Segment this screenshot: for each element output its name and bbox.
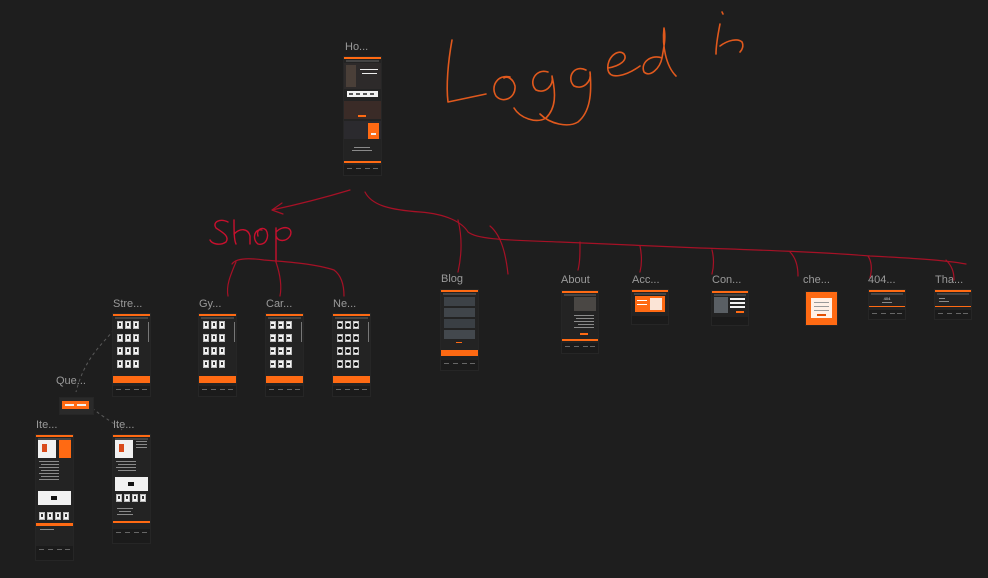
frame-label-home[interactable]: Ho... xyxy=(345,41,369,53)
frame-home-thumbnail[interactable] xyxy=(344,57,381,175)
frame-about-thumbnail[interactable] xyxy=(562,291,598,353)
frame-label-new[interactable]: Ne... xyxy=(333,298,357,310)
frame-label-streetwear[interactable]: Stre... xyxy=(113,298,143,310)
frame-label-gym[interactable]: Gy... xyxy=(199,298,222,310)
frame-contact-thumbnail[interactable] xyxy=(712,291,748,325)
notfound-code: 404 xyxy=(883,296,891,301)
frame-new-thumbnail[interactable] xyxy=(333,314,370,396)
frame-item-1-thumbnail[interactable] xyxy=(36,435,73,560)
frame-label-cardio[interactable]: Car... xyxy=(266,298,293,310)
frame-label-about[interactable]: About xyxy=(561,274,590,286)
frame-label-404[interactable]: 404... xyxy=(868,274,896,286)
frame-item-2-thumbnail[interactable] xyxy=(113,435,150,543)
frame-label-checkout[interactable]: che... xyxy=(803,274,830,286)
frame-thanks-thumbnail[interactable] xyxy=(935,290,971,319)
frame-404-thumbnail[interactable]: 404 xyxy=(869,290,905,319)
frame-label-item-2[interactable]: Ite... xyxy=(113,419,135,431)
frame-label-account[interactable]: Acc... xyxy=(632,274,660,286)
frame-label-contact[interactable]: Con... xyxy=(712,274,742,286)
frame-label-item-1[interactable]: Ite... xyxy=(36,419,58,431)
frame-cardio-thumbnail[interactable] xyxy=(266,314,303,396)
frame-streetwear-thumbnail[interactable] xyxy=(113,314,150,396)
frame-gym-thumbnail[interactable] xyxy=(199,314,236,396)
frame-blog-thumbnail[interactable] xyxy=(441,290,478,370)
frame-label-thanks[interactable]: Tha... xyxy=(935,274,964,286)
frame-quick-view-thumbnail[interactable] xyxy=(60,398,93,414)
frame-label-quick-view[interactable]: Que... xyxy=(56,375,86,387)
frame-checkout-thumbnail[interactable] xyxy=(806,292,837,325)
frame-label-blog[interactable]: Blog xyxy=(441,273,464,285)
frame-account-thumbnail[interactable] xyxy=(632,290,668,324)
flow-connectors xyxy=(226,189,967,297)
shop-scribble xyxy=(209,219,292,263)
logged-in-scribble xyxy=(446,11,744,126)
